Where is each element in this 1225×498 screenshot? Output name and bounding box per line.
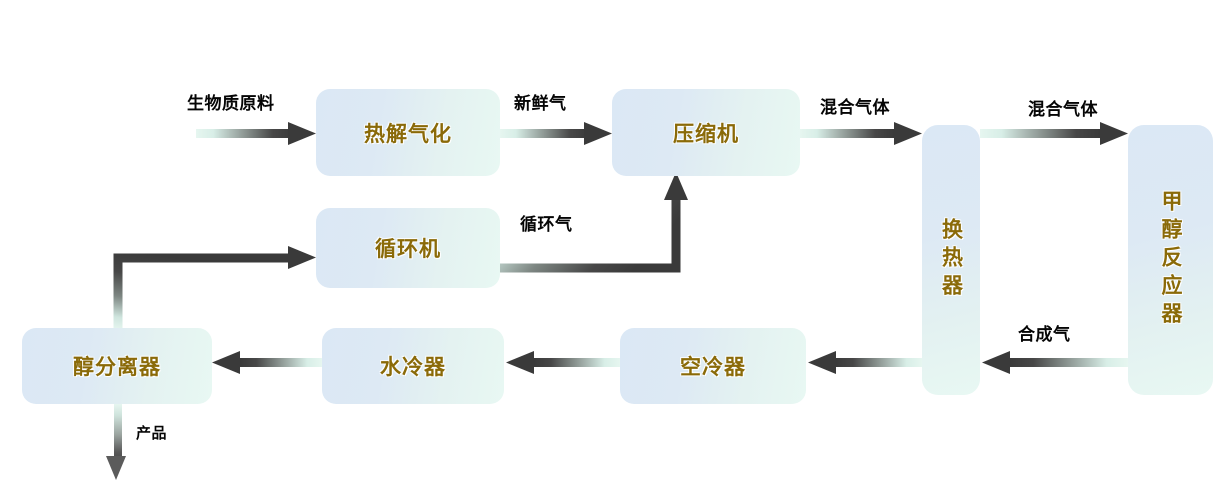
stream-label-fresh-gas: 新鲜气 (514, 94, 567, 113)
node-heat-exchanger[interactable]: 换热器 (922, 125, 980, 395)
arrow-air-cooler-to-water-cooler (506, 351, 620, 374)
node-label-circulator: 循环机 (375, 238, 441, 261)
arrow-compressor-to-heat-exchanger (800, 122, 922, 145)
node-alcohol-separator[interactable]: 醇分离器 (22, 328, 212, 404)
node-methanol-reactor[interactable]: 甲醇反应器 (1128, 125, 1213, 395)
arrow-biomass-to-gasifier (196, 122, 316, 145)
node-air-cooler[interactable]: 空冷器 (620, 328, 806, 404)
node-compressor[interactable]: 压缩机 (612, 89, 800, 176)
node-label-water-cooler: 水冷器 (380, 356, 446, 379)
node-label-air-cooler: 空冷器 (680, 356, 746, 379)
node-label-methanol-reactor: 甲醇反应器 (1159, 190, 1182, 330)
stream-label-biomass-feedstock: 生物质原料 (187, 94, 275, 113)
arrow-heat-exchanger-to-reactor (980, 122, 1128, 145)
stream-label-product: 产品 (136, 426, 168, 442)
stream-label-recycle-gas: 循环气 (520, 215, 573, 234)
stream-label-syngas: 合成气 (1018, 325, 1071, 344)
arrow-water-cooler-to-separator (212, 351, 322, 374)
stream-label-mixed-gas-1: 混合气体 (820, 98, 890, 117)
node-circulator[interactable]: 循环机 (316, 208, 500, 288)
node-label-alcohol-separator: 醇分离器 (73, 356, 161, 379)
node-pyrolysis-gasifier[interactable]: 热解气化 (316, 89, 500, 176)
arrow-separator-to-circulator (113, 246, 316, 330)
arrow-gasifier-to-compressor (500, 122, 612, 145)
node-water-cooler[interactable]: 水冷器 (322, 328, 504, 404)
arrow-circulator-to-compressor (500, 172, 688, 273)
arrow-reactor-to-heat-exchanger (982, 351, 1128, 374)
arrow-separator-to-product (106, 404, 126, 480)
stream-label-mixed-gas-2: 混合气体 (1028, 100, 1098, 119)
node-label-heat-exchanger: 换热器 (939, 218, 963, 302)
node-label-compressor: 压缩机 (673, 122, 739, 146)
arrow-heat-exchanger-to-air-cooler (808, 351, 922, 374)
node-label-pyrolysis-gasifier: 热解气化 (364, 122, 452, 146)
